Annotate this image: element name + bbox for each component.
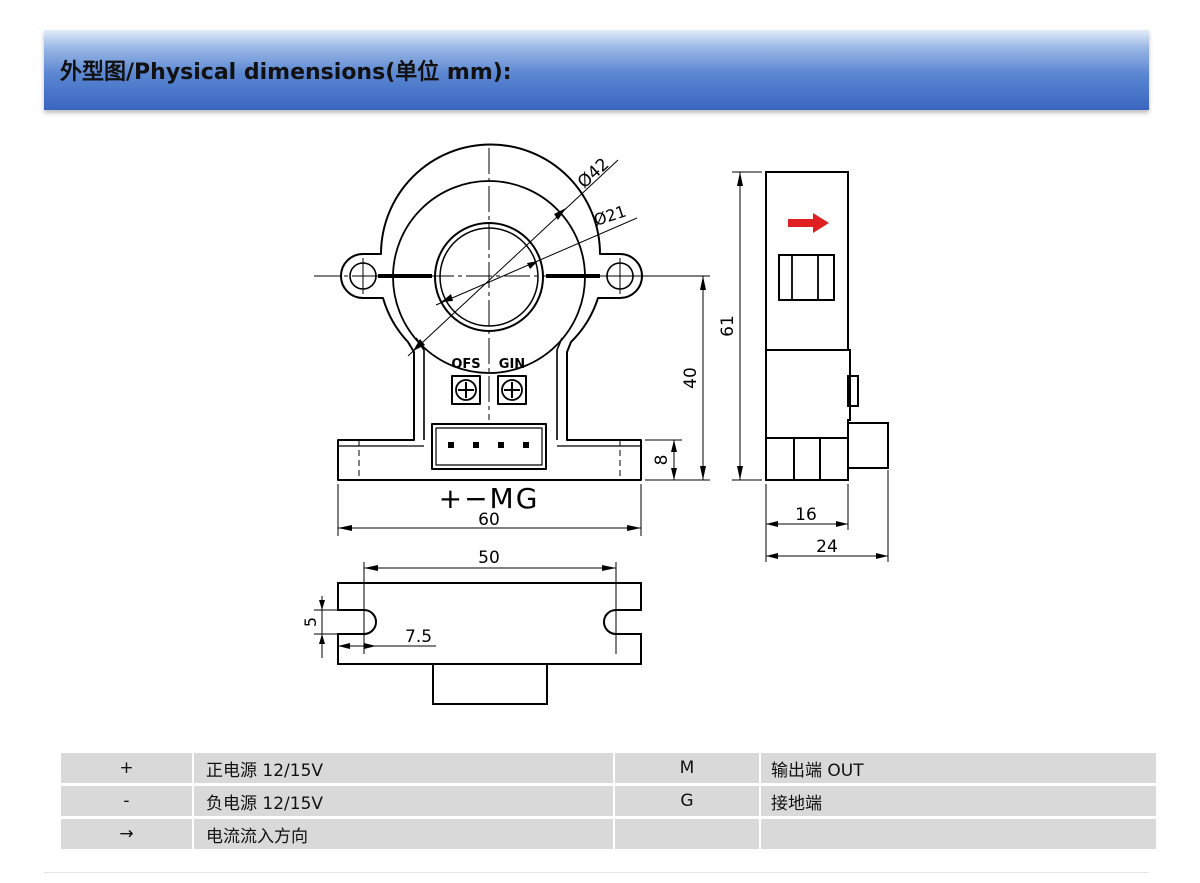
legend-description: 电流流入方向 bbox=[194, 819, 613, 849]
dim-5: 5 bbox=[301, 617, 320, 627]
dim-diameter-21: Ø21 bbox=[591, 202, 628, 230]
dim-8: 8 bbox=[652, 455, 672, 466]
side-outline bbox=[765, 171, 851, 481]
page-title: 外型图/Physical dimensions(单位 mm): bbox=[60, 60, 512, 85]
dim-24: 24 bbox=[816, 537, 838, 557]
dim-40: 40 bbox=[681, 367, 701, 389]
gin-pot bbox=[497, 375, 527, 405]
legend-symbol: G bbox=[615, 786, 759, 816]
dim-60: 60 bbox=[478, 510, 500, 530]
legend-symbol bbox=[615, 819, 759, 849]
legend-symbol: M bbox=[615, 753, 759, 783]
legend-description: 接地端 bbox=[761, 786, 1156, 816]
divider bbox=[44, 872, 1149, 873]
front-connector bbox=[431, 423, 547, 470]
pin-legend-table: + 正电源 12/15V M 输出端 OUT - 负电源 12/15V G 接地… bbox=[59, 750, 1158, 852]
side-connector bbox=[847, 422, 889, 469]
table-row: → 电流流入方向 bbox=[61, 819, 1156, 849]
ofs-pot bbox=[451, 375, 481, 405]
label-pins: +−MG bbox=[439, 482, 540, 515]
label-ofs: OFS bbox=[451, 357, 480, 372]
dim-50: 50 bbox=[478, 548, 500, 568]
legend-description: 输出端 OUT bbox=[761, 753, 1156, 783]
legend-symbol: + bbox=[61, 753, 192, 783]
legend-description bbox=[761, 819, 1156, 849]
side-tab bbox=[847, 375, 859, 407]
label-gin: GIN bbox=[499, 357, 525, 372]
table-row: + 正电源 12/15V M 输出端 OUT bbox=[61, 753, 1156, 783]
legend-symbol: → bbox=[61, 819, 192, 849]
dim-diameter-42: Ø42 bbox=[574, 154, 613, 192]
dim-16: 16 bbox=[795, 505, 817, 525]
connector-pins bbox=[448, 442, 529, 448]
bottom-outline bbox=[337, 582, 642, 665]
table-row: - 负电源 12/15V G 接地端 bbox=[61, 786, 1156, 816]
dim-61: 61 bbox=[718, 315, 738, 337]
dimension-drawing: Ø42 Ø21 40 8 60 OFS GIN +−MG 61 16 24 50… bbox=[301, 143, 889, 705]
current-direction-arrow bbox=[788, 213, 829, 233]
front-outline bbox=[337, 143, 643, 481]
legend-description: 负电源 12/15V bbox=[194, 786, 613, 816]
legend-symbol: - bbox=[61, 786, 192, 816]
legend-description: 正电源 12/15V bbox=[194, 753, 613, 783]
bottom-connector bbox=[432, 663, 548, 705]
side-window bbox=[778, 254, 835, 301]
page-header: 外型图/Physical dimensions(单位 mm): bbox=[44, 30, 1149, 110]
dim-7-5: 7.5 bbox=[405, 627, 432, 647]
